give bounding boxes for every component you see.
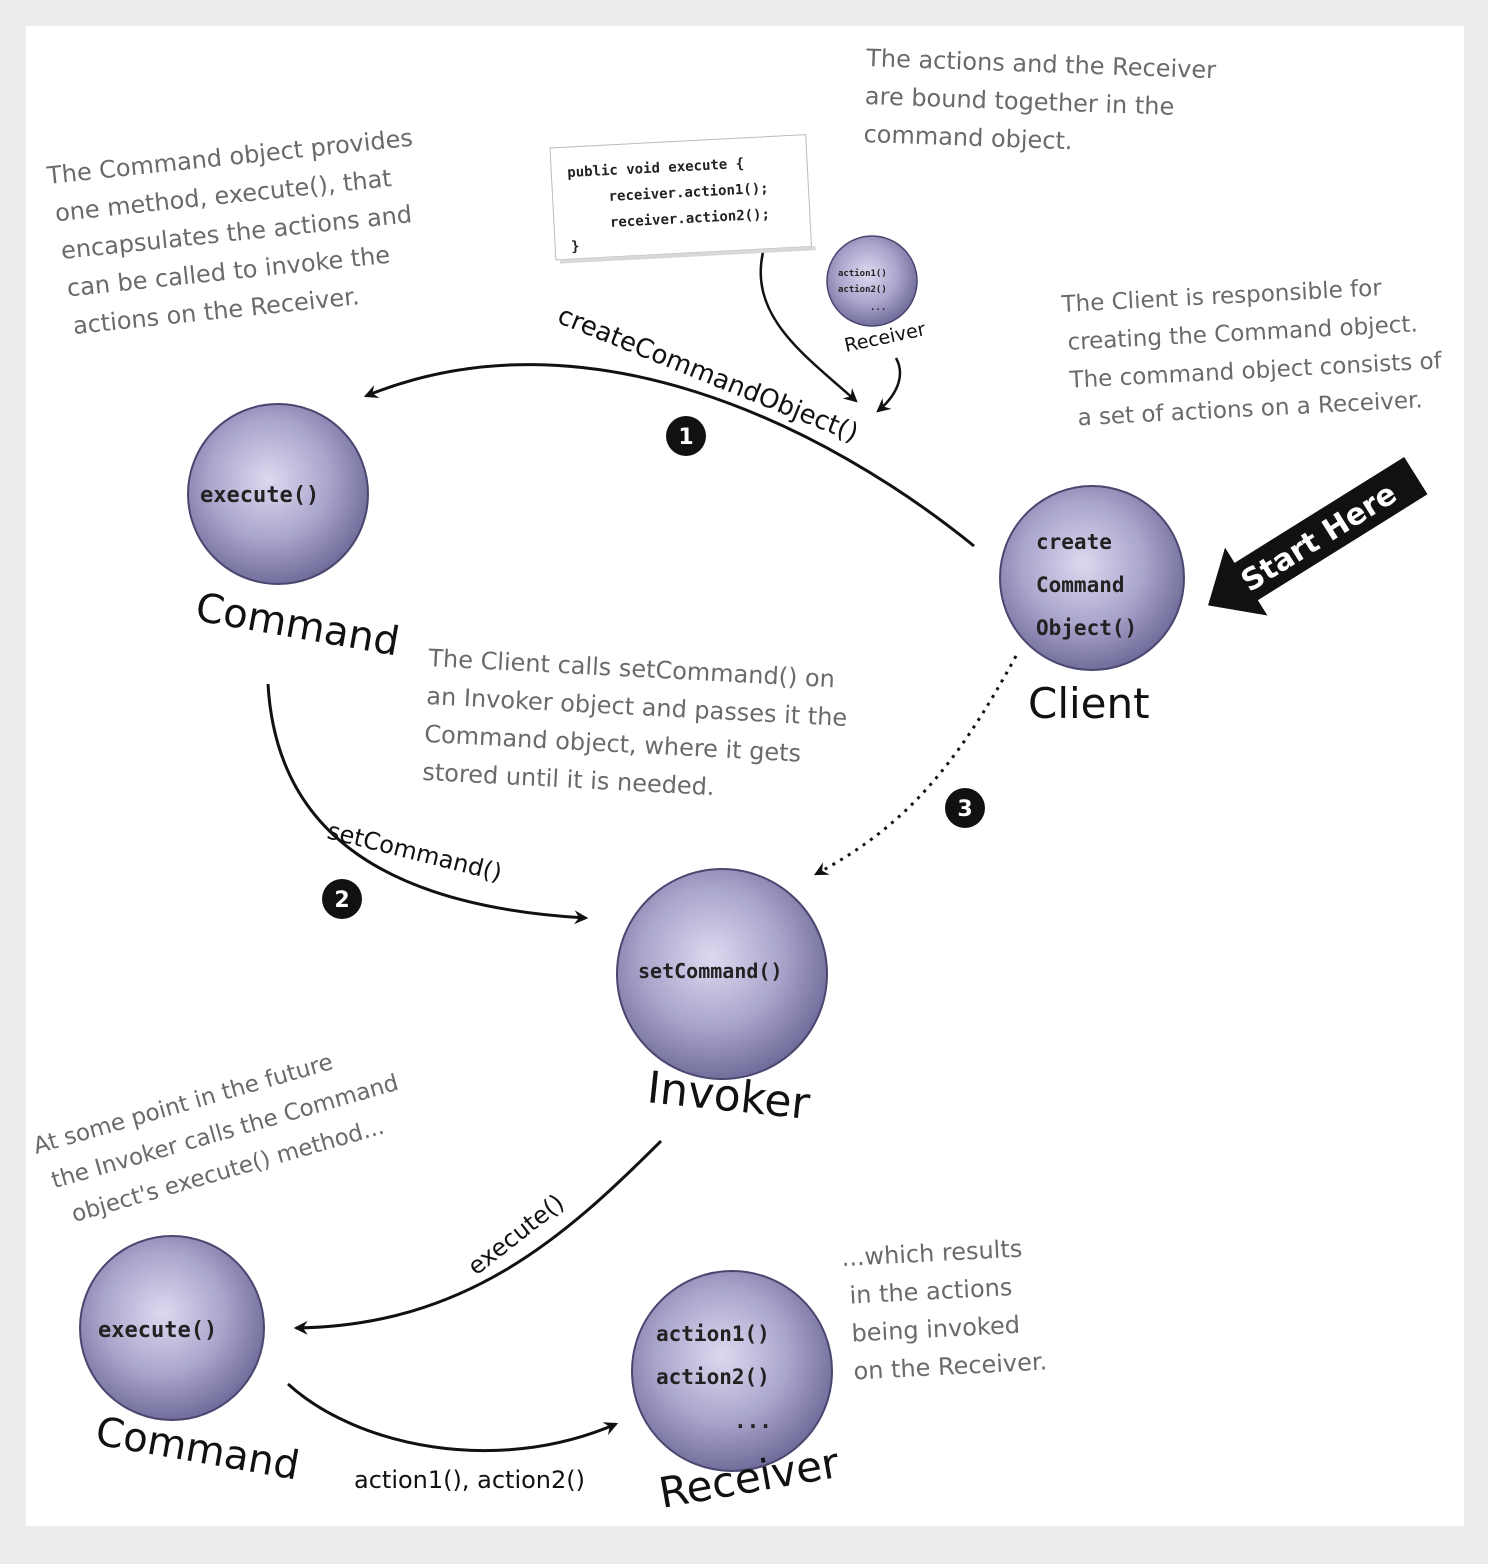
receiver-method-2: action2() [656, 1365, 770, 1389]
svg-text:The command object consists of: The command object consists of [1068, 348, 1443, 394]
note-actions-bound: The actions and the Receiver are bound t… [863, 44, 1217, 155]
small-receiver-node: action1() action2() ... Receiver [826, 235, 928, 357]
command-top-node: execute() Command [187, 403, 403, 666]
arrow-actions [286, 1382, 619, 1453]
command-pattern-diagram: createCommandObject() setCommand() execu… [30, 44, 1443, 1518]
svg-text:command object.: command object. [863, 120, 1073, 155]
svg-text:1: 1 [678, 425, 693, 450]
svg-text:being invoked: being invoked [851, 1311, 1021, 1348]
small-receiver-method-1: action1() [838, 268, 887, 279]
client-method-1: create [1036, 530, 1112, 554]
start-here-arrow: Start Here [1208, 456, 1428, 616]
svg-text:The actions and the Receiver: The actions and the Receiver [865, 44, 1217, 84]
note-results: ...which results in the actions being in… [841, 1235, 1048, 1386]
svg-text:creating the Command object.: creating the Command object. [1067, 311, 1418, 355]
execute-label: execute() [462, 1189, 569, 1281]
client-method-2: Command [1036, 573, 1125, 597]
svg-text:in the actions: in the actions [849, 1273, 1013, 1309]
receiver-method-3: ... [734, 1409, 772, 1433]
svg-text:stored until it is needed.: stored until it is needed. [422, 758, 716, 801]
code-card: public void execute { receiver.action1()… [549, 134, 816, 264]
command-bottom-node: execute() Command [79, 1235, 303, 1490]
receiver-node: action1() action2() ... Receiver [631, 1270, 843, 1518]
invoker-method: setCommand() [638, 959, 783, 983]
note-client-calls: The Client calls setCommand() on an Invo… [422, 644, 848, 801]
arrow-execute [293, 1139, 663, 1335]
arrow-receiver-to-create [876, 357, 902, 413]
actions-label: action1(), action2() [354, 1466, 585, 1494]
client-node: create Command Object() Client [999, 485, 1185, 728]
note-command-provides: The Command object provides one method, … [45, 124, 414, 340]
code-line-4: } [571, 239, 580, 255]
arrow-code-to-create [759, 247, 858, 403]
step-1-marker: 1 [666, 416, 706, 456]
arrow-create-command [363, 363, 975, 548]
invoker-node: setCommand() Invoker [616, 868, 828, 1130]
svg-text:on the Receiver.: on the Receiver. [853, 1347, 1048, 1385]
note-future-point: At some point in the future the Invoker … [30, 1049, 401, 1228]
command-top-label: Command [192, 585, 402, 666]
invoker-label: Invoker [645, 1062, 813, 1130]
arrow-client-to-invoker [813, 655, 1018, 876]
svg-text:3: 3 [957, 797, 972, 822]
note-client-responsible: The Client is responsible for creating t… [1060, 275, 1443, 431]
small-receiver-method-3: ... [870, 303, 886, 313]
svg-text:are bound together in the: are bound together in the [864, 82, 1174, 121]
svg-text:2: 2 [334, 888, 349, 913]
command-bottom-method: execute() [98, 1318, 217, 1343]
svg-text:The Client is responsible for: The Client is responsible for [1060, 275, 1383, 318]
step-3-marker: 3 [945, 788, 985, 828]
start-here-label: Start Here [1235, 476, 1403, 599]
receiver-method-1: action1() [656, 1322, 770, 1346]
create-command-label: createCommandObject() [553, 301, 862, 449]
client-label: Client [1028, 679, 1150, 728]
step-2-marker: 2 [322, 879, 362, 919]
diagram-canvas: createCommandObject() setCommand() execu… [26, 26, 1464, 1526]
command-bottom-label: Command [92, 1409, 302, 1490]
client-method-3: Object() [1036, 616, 1137, 640]
arrow-set-command [266, 683, 589, 925]
svg-text:a set of actions on a Receiver: a set of actions on a Receiver. [1077, 387, 1423, 431]
command-top-method: execute() [200, 483, 319, 508]
svg-text:...which results: ...which results [841, 1235, 1023, 1272]
small-receiver-method-2: action2() [838, 284, 887, 295]
